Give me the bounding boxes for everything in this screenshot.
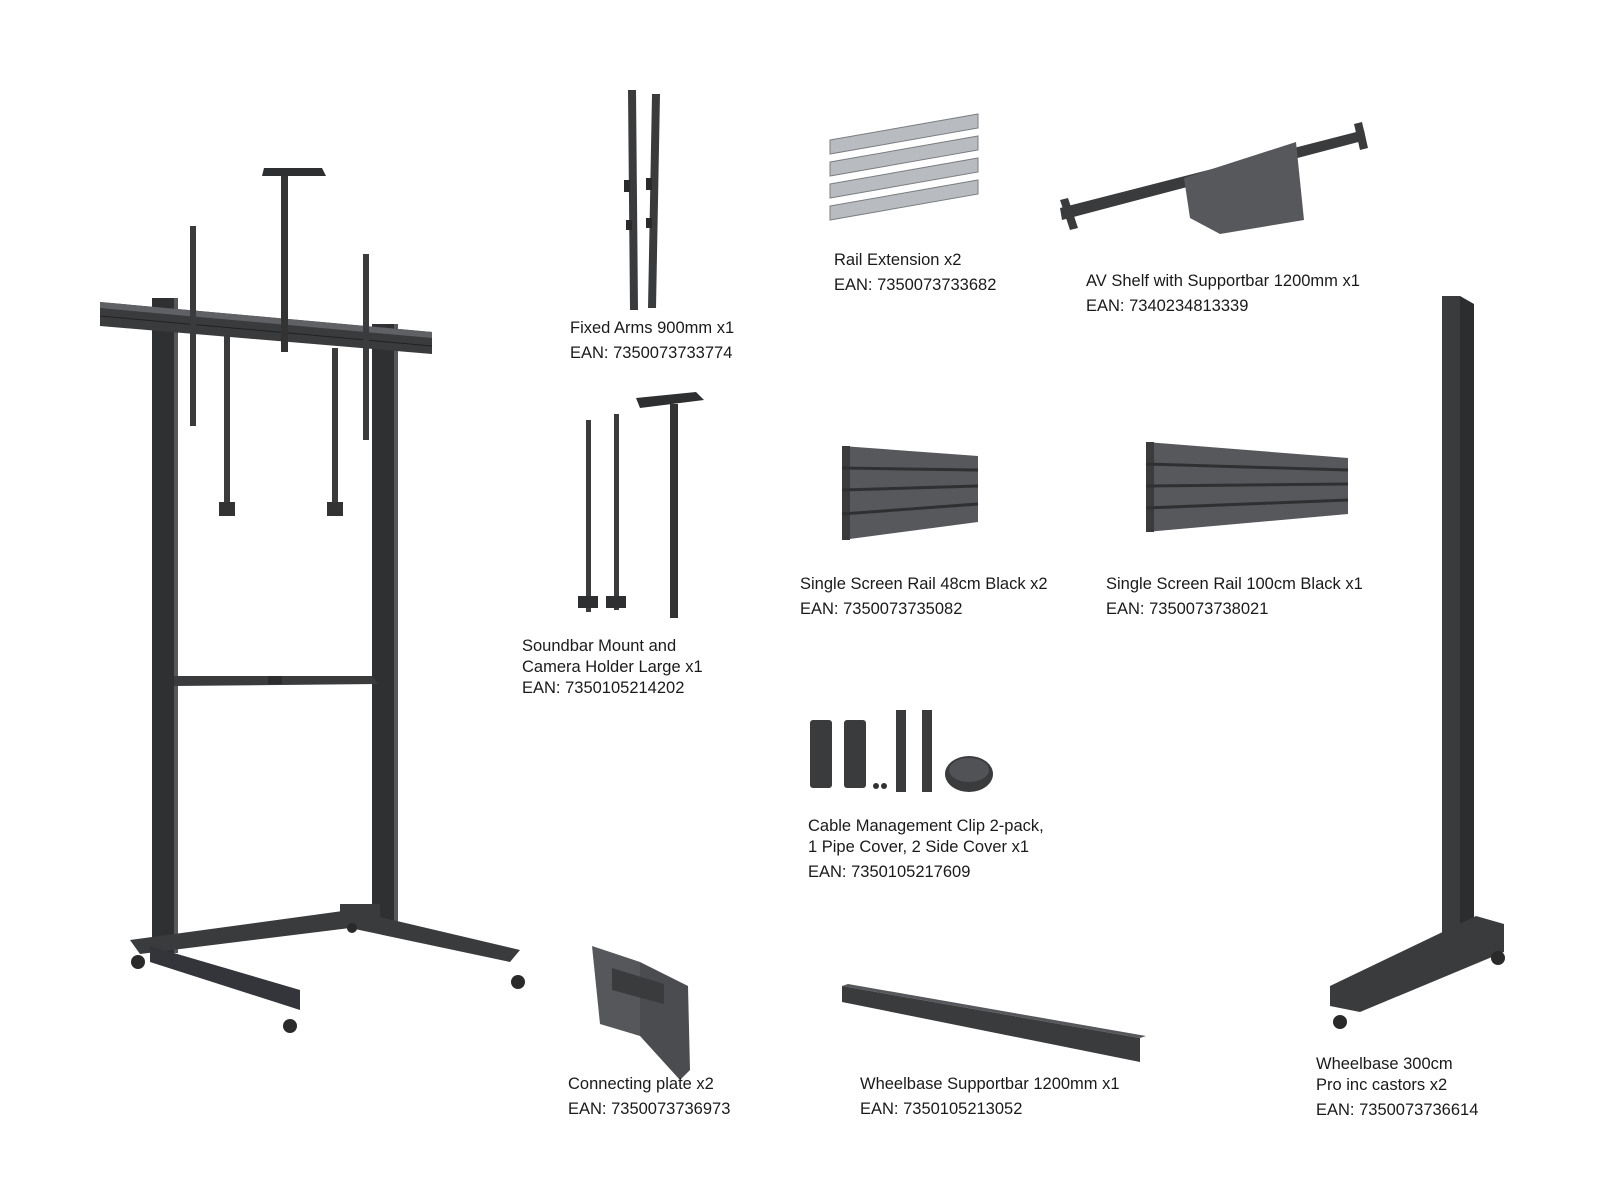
soundbar-mount-image (578, 392, 704, 618)
label-connecting-plate: Connecting plate x2 EAN: 7350073736973 (568, 1074, 730, 1120)
part-ean: EAN: 7350073735082 (800, 600, 963, 618)
part-ean: EAN: 7350073738021 (1106, 600, 1269, 618)
label-cable-clip: Cable Management Clip 2-pack, 1 Pipe Cov… (808, 816, 1044, 883)
connecting-plate-image (592, 946, 690, 1080)
rail-extension-image (829, 113, 979, 221)
part-name-line-1: Soundbar Mount and (522, 637, 677, 655)
part-name: Rail Extension x2 (834, 251, 962, 269)
part-ean: EAN: 7350073736973 (568, 1100, 731, 1118)
part-name: Connecting plate x2 (568, 1075, 714, 1093)
rail-48-image (841, 446, 979, 540)
label-rail-48: Single Screen Rail 48cm Black x2 EAN: 73… (800, 574, 1048, 620)
part-name-line-2: Camera Holder Large x1 (522, 658, 703, 676)
av-shelf-image (1060, 122, 1368, 234)
part-name: Wheelbase Supportbar 1200mm x1 (860, 1075, 1120, 1093)
label-rail-extension: Rail Extension x2 EAN: 7350073733682 (834, 250, 996, 296)
part-ean: EAN: 7350073736614 (1316, 1101, 1479, 1119)
label-av-shelf: AV Shelf with Supportbar 1200mm x1 EAN: … (1086, 271, 1360, 317)
part-name-line-2: Pro inc castors x2 (1316, 1076, 1448, 1094)
fixed-arms-image (624, 90, 660, 310)
part-ean: EAN: 7350105214202 (522, 679, 685, 697)
part-name-line-2: 1 Pipe Cover, 2 Side Cover x1 (808, 838, 1030, 856)
part-name-line-1: Wheelbase 300cm (1316, 1055, 1453, 1073)
label-fixed-arms: Fixed Arms 900mm x1 EAN: 7350073733774 (570, 318, 734, 364)
part-name: Fixed Arms 900mm x1 (570, 319, 735, 337)
part-name-line-1: Cable Management Clip 2-pack, (808, 817, 1044, 835)
part-name: Single Screen Rail 48cm Black x2 (800, 575, 1048, 593)
part-ean: EAN: 7340234813339 (1086, 297, 1249, 315)
cable-clip-image (810, 710, 993, 792)
label-soundbar-mount: Soundbar Mount and Camera Holder Large x… (522, 636, 703, 699)
wheelbase-300-image (1330, 296, 1505, 1029)
label-wheelbase-supportbar: Wheelbase Supportbar 1200mm x1 EAN: 7350… (860, 1074, 1120, 1120)
part-name: Single Screen Rail 100cm Black x1 (1106, 575, 1363, 593)
part-ean: EAN: 7350073733682 (834, 276, 997, 294)
part-ean: EAN: 7350073733774 (570, 344, 733, 362)
part-name: AV Shelf with Supportbar 1200mm x1 (1086, 272, 1360, 290)
wheelbase-supportbar-image (842, 984, 1146, 1062)
label-rail-100: Single Screen Rail 100cm Black x1 EAN: 7… (1106, 574, 1363, 620)
rail-100-image (1145, 442, 1349, 532)
label-wheelbase-300: Wheelbase 300cm Pro inc castors x2 EAN: … (1316, 1054, 1478, 1121)
part-ean: EAN: 7350105213052 (860, 1100, 1023, 1118)
part-ean: EAN: 7350105217609 (808, 863, 971, 881)
assembled-stand-image (99, 168, 525, 1033)
